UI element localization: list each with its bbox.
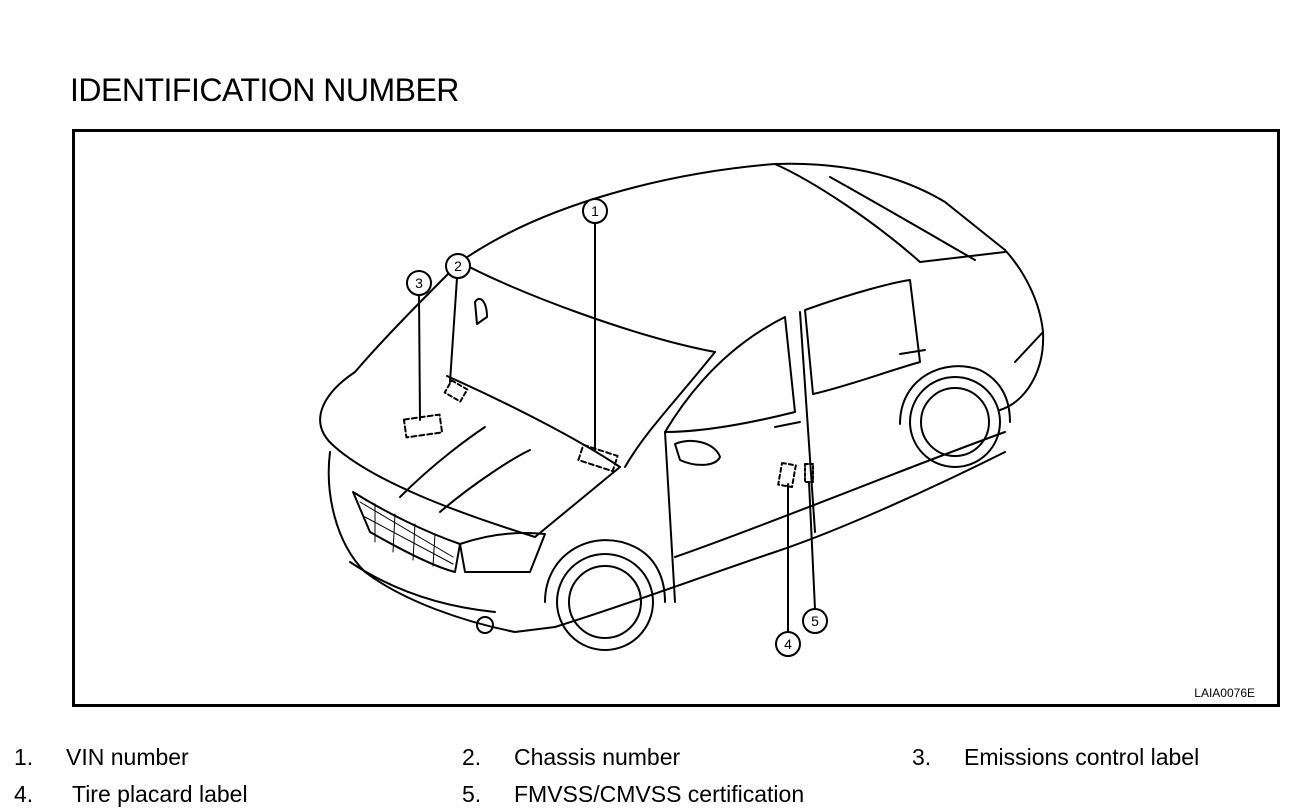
windshield-top [459,261,716,353]
legend-label: Chassis number [514,744,681,770]
legend-number: 2. [462,744,482,770]
front-door-window [664,316,796,433]
legend-label: Emissions control label [964,744,1200,770]
label-location-4 [777,461,797,489]
front-bumper [327,451,556,633]
rear-wheel-outer [909,376,1001,468]
rear-wheel-inner [920,387,990,457]
rear-door-window [804,279,921,395]
hood-outline [319,371,621,538]
rocker-panel [674,431,1006,558]
hood-crease-1 [399,426,486,498]
callout-5: 5 [802,608,828,634]
fog-light-icon [476,616,494,634]
door-handle-rear [899,349,926,355]
callout-4: 4 [775,631,801,657]
windshield-bottom [446,375,621,468]
lower-side [554,451,1006,628]
legend-label: VIN number [66,744,189,770]
legend-number: 3. [912,744,932,770]
legend-number: 1. [14,744,34,770]
front-wheel-outer [556,553,654,651]
label-location-1 [577,443,619,473]
legend-label: Tire placard label [72,781,248,807]
left-mirror [474,297,488,325]
leader-line-2 [449,277,458,383]
page-title: IDENTIFICATION NUMBER [70,72,459,108]
leader-line-3 [418,294,421,421]
callout-3: 3 [406,270,432,296]
diagram-frame: 1 2 3 4 5 LAIA0076E [72,129,1280,707]
rear-window [774,163,1006,263]
a-pillar [624,351,716,468]
front-wheel-inner [568,565,642,639]
grille [352,491,461,573]
legend-label: FMVSS/CMVSS certification [514,781,805,807]
door-line-middle [799,311,816,533]
callout-1: 1 [582,198,608,224]
label-location-3 [402,413,444,439]
trunk-lid [1004,249,1044,363]
roof-rear-edge [829,176,976,261]
callout-4-number: 4 [784,636,792,652]
callout-1-number: 1 [591,203,599,219]
figure-code: LAIA0076E [1194,686,1255,700]
rear-wheel-arch [899,365,1011,425]
windshield-left [354,261,461,373]
grille-mesh [359,501,454,567]
callout-2-number: 2 [454,258,462,274]
callout-2: 2 [445,253,471,279]
callout-3-number: 3 [415,275,423,291]
lower-intake [349,561,496,613]
door-line-front [664,431,676,603]
label-location-2 [443,379,469,403]
car-illustration: 1 2 3 4 5 [319,162,1045,657]
legend-number: 4. [14,781,34,807]
side-mirror [674,439,721,466]
front-wheel-arch [544,539,666,603]
hood-crease-2 [439,449,531,513]
callout-5-number: 5 [811,613,819,629]
legend-number: 5. [462,781,482,807]
headlight [459,532,546,573]
roof-outline [459,162,1006,263]
door-handle-front [774,421,801,428]
leader-line-5 [808,481,816,610]
